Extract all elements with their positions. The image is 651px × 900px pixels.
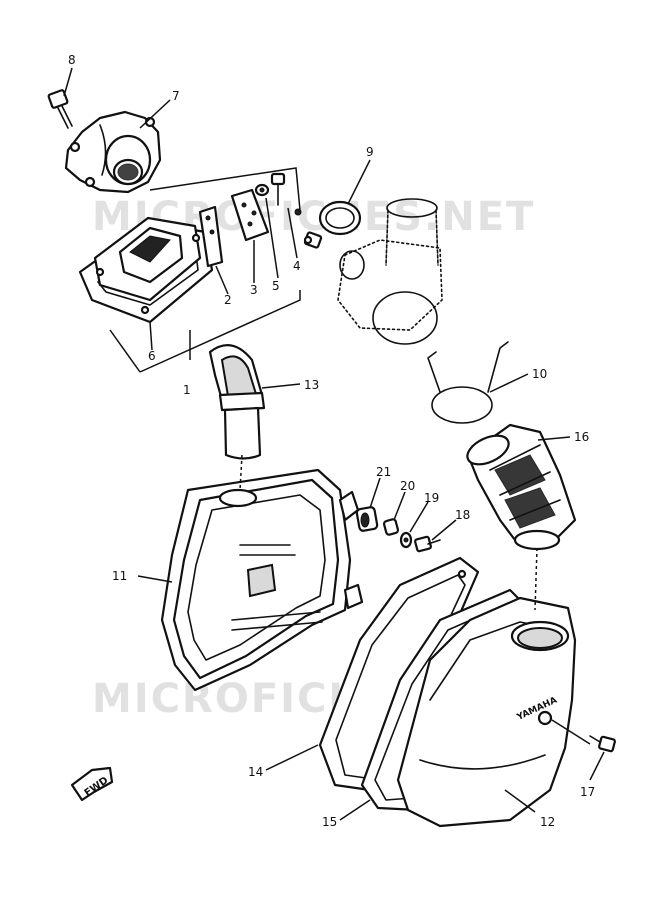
callout-3: 3 xyxy=(250,283,258,297)
part-10-wire-clip xyxy=(427,341,509,424)
callout-9: 9 xyxy=(366,145,374,159)
callout-17: 17 xyxy=(580,785,595,799)
callout-10: 10 xyxy=(532,367,547,381)
part-16-air-duct-boot xyxy=(466,423,577,551)
callout-6: 6 xyxy=(148,349,156,363)
fwd-arrow: FWD xyxy=(70,766,114,802)
callout-2: 2 xyxy=(224,293,232,307)
part-12-air-cleaner-cap: YAMAHA xyxy=(396,596,577,828)
part-21-grommet xyxy=(355,506,379,532)
part-11-air-cleaner-case xyxy=(160,468,364,692)
callout-11: 11 xyxy=(112,569,127,583)
part-17-screw xyxy=(589,735,616,753)
part-7-intake-manifold xyxy=(64,110,162,194)
callout-14: 14 xyxy=(248,765,263,779)
part-4-screw xyxy=(270,172,286,206)
part-2-reed-petal xyxy=(198,205,224,268)
callout-13: 13 xyxy=(304,378,319,392)
callout-20: 20 xyxy=(400,479,415,493)
callout-1: 1 xyxy=(183,383,191,397)
callout-15: 15 xyxy=(322,815,337,829)
part-19-washer xyxy=(399,531,413,549)
part-8-bolt xyxy=(47,89,73,129)
callout-5: 5 xyxy=(272,279,280,293)
callout-8: 8 xyxy=(68,53,76,67)
callout-12: 12 xyxy=(540,815,555,829)
part-5-washer xyxy=(254,183,270,197)
part-20-collar xyxy=(382,518,400,536)
part-9-hose-clamp xyxy=(294,200,362,249)
part-3-reed-stopper xyxy=(230,188,270,242)
callout-18: 18 xyxy=(455,508,470,522)
callout-19: 19 xyxy=(424,491,439,505)
part-13-joint-elbow xyxy=(208,344,266,460)
phantom-carburetor xyxy=(337,198,443,345)
callout-4: 4 xyxy=(293,259,301,273)
callout-16: 16 xyxy=(574,430,589,444)
callout-21: 21 xyxy=(376,465,391,479)
callout-numbers: 8 7 9 4 5 3 2 6 1 10 13 16 21 20 19 18 1… xyxy=(68,53,595,829)
callout-7: 7 xyxy=(172,89,180,103)
leader-lines xyxy=(63,67,605,821)
part-18-bolt xyxy=(414,535,441,553)
part-1-reed-valve-assembly xyxy=(78,216,214,324)
